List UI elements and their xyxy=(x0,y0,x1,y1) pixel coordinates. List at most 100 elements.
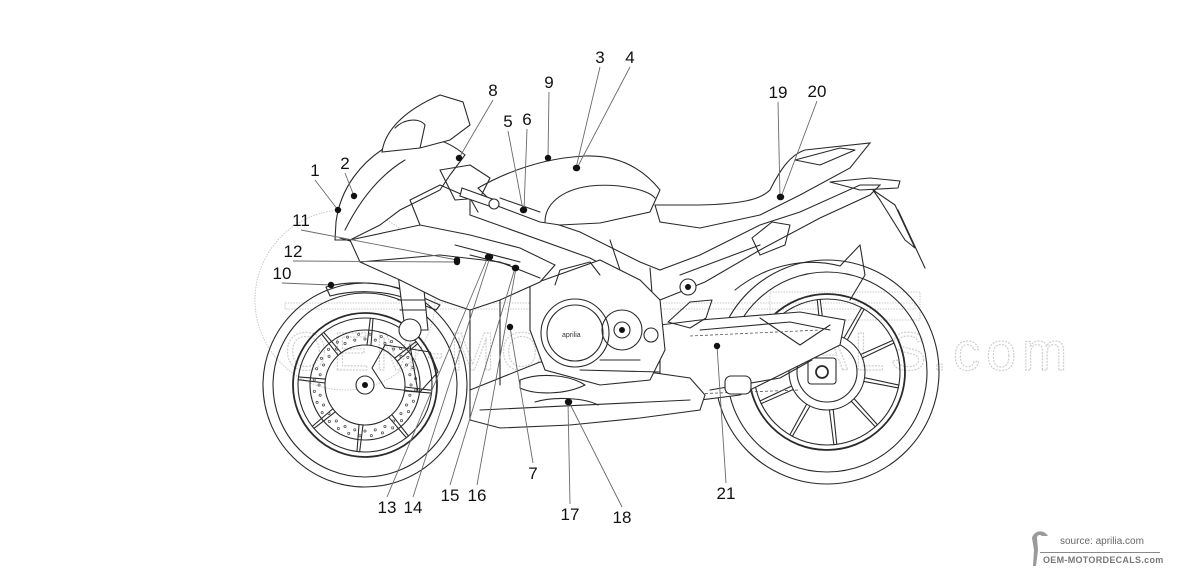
wheel-spoke xyxy=(394,341,417,359)
decal-point-18 xyxy=(565,398,573,406)
brake-disc-hole xyxy=(380,431,384,435)
windscreen xyxy=(381,94,471,153)
callout-label-5: 5 xyxy=(503,112,512,131)
decal-point-21 xyxy=(713,342,721,350)
decal-point-16 xyxy=(512,264,520,272)
wheel-spoke xyxy=(759,385,793,402)
brake-disc-hole xyxy=(343,424,347,428)
wheel-spoke xyxy=(864,377,900,386)
source-label: source: aprilia.com xyxy=(1060,536,1144,547)
decal-point-6 xyxy=(520,206,528,214)
brake-disc-hole xyxy=(319,356,323,360)
wheel-spoke xyxy=(832,408,838,445)
leader-line-16 xyxy=(476,267,517,486)
brake-disc-hole xyxy=(353,338,357,342)
leader-line-14 xyxy=(412,256,491,498)
leader-line-19 xyxy=(777,101,781,198)
engine: aprilia xyxy=(529,259,666,386)
brake-disc-hole xyxy=(408,393,412,397)
decal-point-12 xyxy=(453,258,461,266)
wheel-spoke xyxy=(370,317,374,346)
brake-disc-hole xyxy=(358,434,362,438)
brake-disc-hole xyxy=(334,347,338,351)
brake-disc-hole xyxy=(317,383,321,387)
leader-line-20 xyxy=(780,100,818,198)
seat-tail xyxy=(654,142,926,269)
leader-line-9 xyxy=(547,91,550,159)
wheel-spoke xyxy=(846,308,865,341)
leader-line-2 xyxy=(344,172,355,197)
brake-disc-hole xyxy=(327,347,331,351)
leader-line-3 xyxy=(575,66,601,169)
wheel-spoke xyxy=(321,333,339,356)
brake-disc-hole xyxy=(336,427,340,431)
brake-disc-hole xyxy=(347,431,351,435)
brake-disc-hole xyxy=(318,393,322,397)
brake-disc-hole xyxy=(368,332,372,336)
decal-point-14 xyxy=(486,253,494,261)
callout-label-13: 13 xyxy=(378,498,397,517)
brake-disc-hole xyxy=(312,378,316,382)
callout-label-4: 4 xyxy=(625,48,634,67)
decal-point-1 xyxy=(334,206,342,214)
brake-disc-hole xyxy=(318,373,322,377)
wheel-spoke xyxy=(388,416,407,439)
callout-label-8: 8 xyxy=(488,81,497,100)
passenger-footpeg xyxy=(751,221,791,256)
brake-disc-hole xyxy=(322,403,326,407)
decal-point-7 xyxy=(506,323,514,331)
wheel-spoke xyxy=(391,414,409,437)
wheel-spoke xyxy=(313,411,336,429)
decal-point-2 xyxy=(350,192,358,200)
brake-disc-hole xyxy=(392,419,396,423)
leader-line-13 xyxy=(386,256,489,498)
brand-logo-icon xyxy=(1032,531,1048,566)
brake-disc-hole xyxy=(335,340,339,344)
brake-disc-hole xyxy=(363,429,367,433)
decal-point-10 xyxy=(327,281,335,289)
wheel-spoke xyxy=(843,307,863,339)
leader-line-6 xyxy=(523,128,528,211)
front-wheel xyxy=(262,282,468,488)
leader-line-1 xyxy=(314,179,339,211)
brake-disc-hole xyxy=(408,373,412,377)
brand-label: OEM-MOTORDECALS.com xyxy=(1043,555,1164,565)
brake-disc-hole xyxy=(399,412,403,416)
brake-disc-hole xyxy=(391,426,395,430)
brake-disc-hole xyxy=(327,354,331,358)
callout-label-16: 16 xyxy=(468,486,487,505)
leader-line-15 xyxy=(449,267,516,486)
brake-disc-hole xyxy=(327,419,331,423)
callout-label-3: 3 xyxy=(595,48,604,67)
wheel-spoke xyxy=(396,343,419,362)
leader-line-5 xyxy=(507,130,524,211)
leader-line-17 xyxy=(567,401,571,505)
leader-line-21 xyxy=(716,345,727,484)
rider-footpeg xyxy=(667,299,713,329)
brake-disc-hole xyxy=(379,335,383,339)
wheel-spoke xyxy=(850,400,876,428)
leader-line-4 xyxy=(576,66,631,169)
brake-disc-hole xyxy=(409,383,413,387)
wheel-spoke xyxy=(297,376,326,380)
brake-disc-hole xyxy=(414,388,418,392)
brake-disc-hole xyxy=(327,412,331,416)
wheel-spoke xyxy=(297,379,326,384)
callout-label-9: 9 xyxy=(544,73,553,92)
callout-label-21: 21 xyxy=(717,484,736,503)
callout-label-15: 15 xyxy=(441,486,460,505)
wheel-spoke xyxy=(760,388,794,405)
brake-disc-hole xyxy=(353,428,357,432)
callout-label-17: 17 xyxy=(561,505,580,524)
callout-label-2: 2 xyxy=(340,154,349,173)
brake-disc-hole xyxy=(404,403,408,407)
leader-line-8 xyxy=(458,99,494,159)
brake-disc-hole xyxy=(315,367,319,371)
wheel-spoke xyxy=(861,342,895,359)
decal-point-20 xyxy=(777,193,785,201)
wheel-spoke xyxy=(863,380,899,389)
handlebar xyxy=(439,164,500,210)
brake-disc-hole xyxy=(315,400,319,404)
